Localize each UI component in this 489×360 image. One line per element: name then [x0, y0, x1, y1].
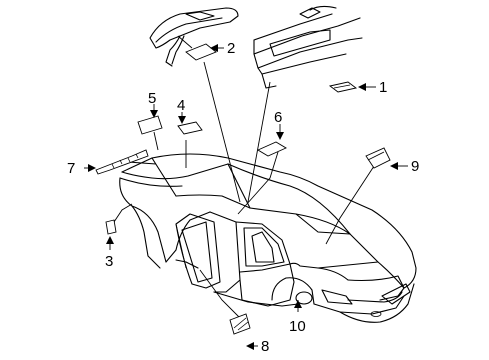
- part-label-4: [177, 121, 203, 135]
- callout-number-4: 4: [177, 97, 185, 114]
- callout-number-7: 7: [67, 160, 75, 177]
- callout-number-3: 3: [105, 253, 113, 270]
- car-body: [119, 153, 417, 323]
- callout-number-2: 2: [227, 40, 235, 57]
- callout-9: 9: [390, 158, 419, 175]
- callout-number-10: 10: [289, 318, 306, 335]
- callout-number-1: 1: [379, 79, 387, 96]
- part-label-2: [185, 43, 217, 61]
- callout-1: 1: [358, 79, 387, 96]
- part-label-8: [229, 313, 251, 335]
- part-label-1: [328, 81, 358, 93]
- part-label-9: [365, 147, 391, 169]
- callout-8: 8: [246, 338, 269, 355]
- callout-4: 4: [177, 97, 186, 124]
- callout-number-5: 5: [148, 90, 156, 107]
- callout-3: 3: [105, 236, 114, 270]
- part-label-3: [105, 219, 117, 235]
- callout-5: 5: [148, 90, 158, 118]
- callout-6: 6: [274, 109, 284, 140]
- dashboard-glovebox: [253, 5, 363, 89]
- callout-number-8: 8: [261, 338, 269, 355]
- callout-10: 10: [289, 300, 306, 335]
- callout-number-6: 6: [274, 109, 282, 126]
- callout-number-9: 9: [411, 158, 419, 175]
- sun-visor: [149, 7, 239, 67]
- part-label-7: [95, 149, 149, 175]
- part-label-6: [257, 141, 287, 157]
- leader-lines: [113, 35, 379, 319]
- part-label-5: [137, 115, 163, 135]
- callout-2: 2: [210, 40, 235, 57]
- callout-7: 7: [67, 160, 96, 177]
